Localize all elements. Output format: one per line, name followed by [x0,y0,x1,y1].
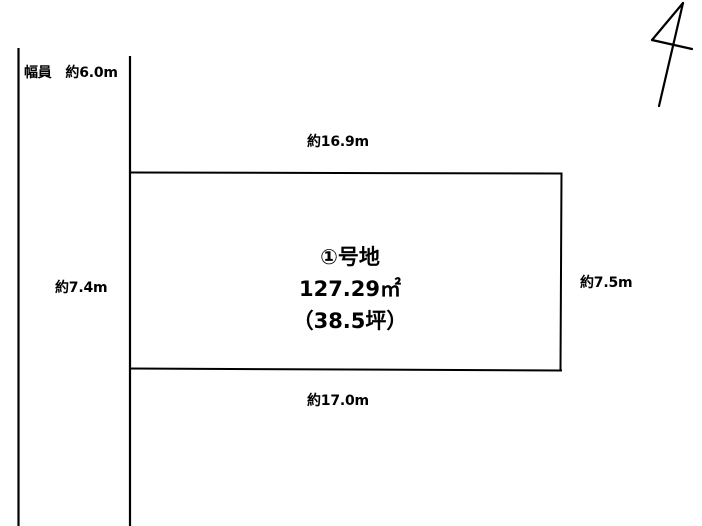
lot-name: ①号地 [320,245,380,269]
road-width-label: 幅員 約6.0m [24,65,118,81]
north-arrow-icon [650,1,694,108]
lot-area-tsubo: （38.5坪） [292,309,408,333]
lot-info: ①号地 127.29㎡ （38.5坪） [270,241,430,337]
dimension-right-label: 約7.5m [580,275,633,291]
lot-right-edge [559,172,563,371]
lot-top-edge [129,171,563,175]
dimension-top-label: 約16.9m [307,134,369,150]
lot-area-m2: 127.29㎡ [298,277,402,301]
dimension-left-label: 約7.4m [55,280,108,296]
lot-bottom-edge [129,367,563,372]
dimension-bottom-label: 約17.0m [307,393,369,409]
